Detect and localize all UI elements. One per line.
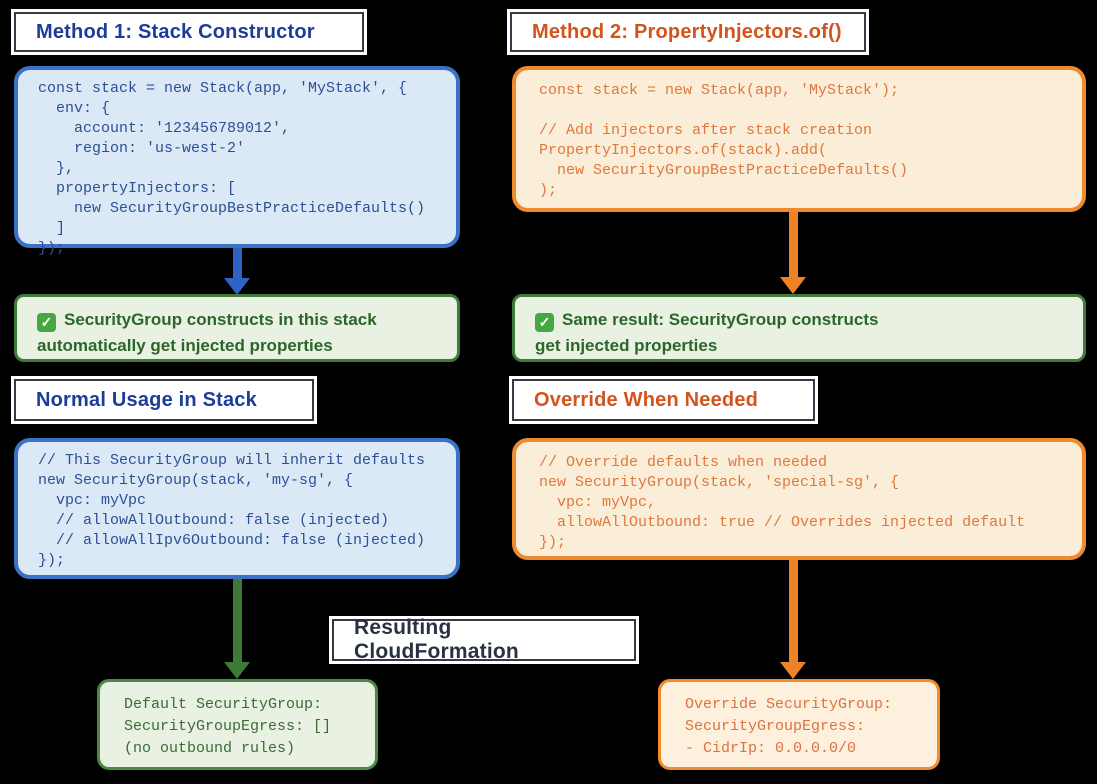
arrow-down-green-icon: [224, 579, 250, 679]
override-title: Override When Needed: [512, 379, 815, 421]
method1-title-label: Method 1: Stack Constructor: [36, 20, 315, 43]
method1-title: Method 1: Stack Constructor: [14, 12, 364, 52]
method1-code-block: const stack = new Stack(app, 'MyStack', …: [14, 66, 460, 257]
check-icon: ✓: [37, 313, 56, 332]
default-securitygroup-output: Default SecurityGroup: SecurityGroupEgre…: [97, 679, 378, 770]
method2-title-label: Method 2: PropertyInjectors.of(): [532, 20, 842, 43]
normal-usage-code-text: // This SecurityGroup will inherit defau…: [38, 452, 426, 569]
arrow-head: [224, 662, 250, 679]
override-code-block: // Override defaults when needed new Sec…: [512, 438, 1086, 560]
arrow-down-orange2-icon: [780, 560, 806, 679]
check-icon: ✓: [535, 313, 554, 332]
arrow-down-orange-icon: [780, 212, 806, 294]
arrow-stem: [232, 579, 242, 662]
arrow-down-blue-icon: [224, 248, 250, 295]
method1-result-banner: ✓SecurityGroup constructs in this stack …: [14, 294, 460, 362]
method2-result-text: Same result: SecurityGroup constructs ge…: [535, 310, 879, 356]
method1-code-text: const stack = new Stack(app, 'MyStack', …: [38, 80, 426, 257]
override-title-label: Override When Needed: [534, 388, 759, 411]
override-securitygroup-output: Override SecurityGroup: SecurityGroupEgr…: [658, 679, 940, 770]
arrow-stem: [232, 248, 242, 278]
override-code-text: // Override defaults when needed new Sec…: [539, 454, 1026, 551]
override-securitygroup-output-text: Override SecurityGroup: SecurityGroupEgr…: [685, 696, 893, 757]
default-securitygroup-output-text: Default SecurityGroup: SecurityGroupEgre…: [124, 696, 332, 757]
normal-usage-code-block: // This SecurityGroup will inherit defau…: [14, 438, 460, 579]
resulting-cloudformation-title: Resulting CloudFormation: [332, 616, 636, 663]
normal-usage-title: Normal Usage in Stack: [14, 379, 314, 421]
arrow-head: [780, 662, 806, 679]
arrow-head: [224, 278, 250, 295]
normal-usage-title-label: Normal Usage in Stack: [36, 388, 257, 411]
method2-code-text: const stack = new Stack(app, 'MyStack');…: [539, 82, 909, 199]
arrow-stem: [788, 560, 798, 662]
arrow-stem: [788, 212, 798, 277]
method2-result-banner: ✓Same result: SecurityGroup constructs g…: [512, 294, 1086, 362]
method2-code-block: const stack = new Stack(app, 'MyStack');…: [512, 66, 1086, 212]
method1-result-text: SecurityGroup constructs in this stack a…: [37, 310, 377, 356]
resulting-cloudformation-label: Resulting CloudFormation: [354, 616, 519, 663]
arrow-head: [780, 277, 806, 294]
method2-title: Method 2: PropertyInjectors.of(): [510, 12, 866, 52]
